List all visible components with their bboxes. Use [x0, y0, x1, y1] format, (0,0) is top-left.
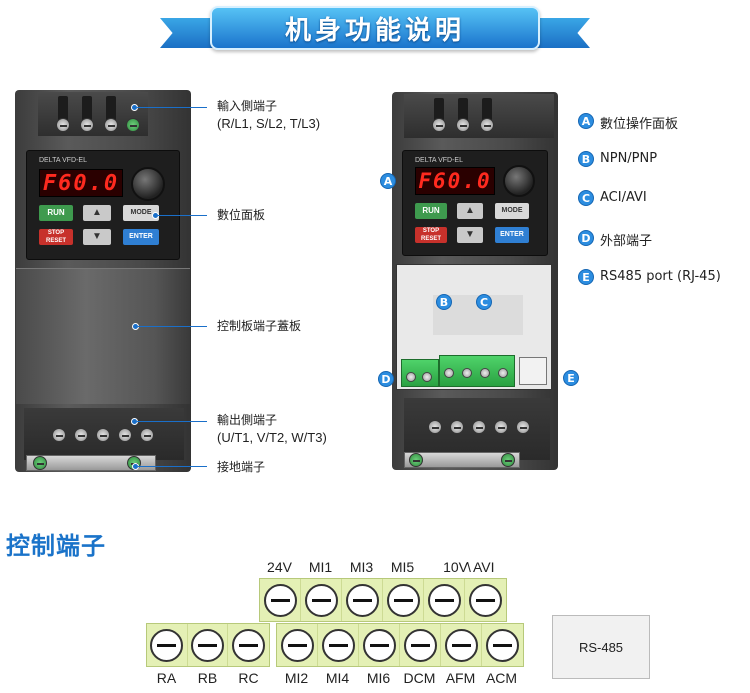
control-cover	[16, 268, 190, 404]
badge-a-on-device: A	[380, 173, 396, 189]
terminal-screw	[280, 628, 314, 662]
terminal-screw	[362, 628, 396, 662]
banner-title: 机身功能说明	[284, 15, 465, 46]
down-button-open[interactable]: ▼	[457, 227, 483, 243]
control-terminals-title: 控制端子	[6, 532, 106, 560]
digital-panel-open: DELTA VFD-EL F60.0 RUN ▲ MODE STOP RESET…	[402, 150, 548, 256]
legend-badge-b: B	[578, 151, 594, 167]
terminal-block-main	[439, 355, 515, 387]
legend-badge-d: D	[578, 230, 594, 246]
down-button[interactable]: ▼	[83, 229, 111, 245]
input-terminal-block	[38, 92, 148, 136]
label-afm: AFM	[445, 670, 476, 686]
terminal-screw	[321, 628, 355, 662]
enter-button-open[interactable]: ENTER	[495, 227, 529, 243]
terminal-screw	[150, 628, 184, 662]
label-mi4: MI4	[325, 670, 350, 686]
mode-button[interactable]: MODE	[123, 205, 159, 221]
digital-panel-label: 數位面板	[217, 208, 266, 222]
legend-text-a: 數位操作面板	[600, 117, 679, 132]
bottom-terminal-strip	[276, 623, 524, 667]
label-dcm: DCM	[403, 670, 436, 686]
frequency-knob-open[interactable]	[503, 165, 535, 197]
top-label-avi: AVI	[473, 559, 495, 575]
terminal-screw	[444, 628, 478, 662]
rs485-port-box: RS-485	[552, 615, 650, 679]
terminal-screw	[386, 583, 420, 617]
terminal-screw	[427, 583, 461, 617]
legend-text-c: ACI/AVI	[600, 190, 647, 205]
stop-reset-button-open[interactable]: STOP RESET	[415, 227, 447, 243]
run-button-open[interactable]: RUN	[415, 203, 447, 219]
brand-label: DELTA VFD-EL	[39, 157, 87, 164]
top-label-10v: 10V	[443, 559, 468, 575]
legend-text-b: NPN/PNP	[600, 151, 658, 166]
terminal-screw	[232, 628, 266, 662]
callout-line-input	[137, 107, 207, 108]
legend-text-e: RS485 port (RJ-45)	[600, 269, 721, 284]
ground-terminal-label: 接地端子	[217, 460, 266, 474]
led-display: F60.0	[39, 169, 123, 197]
control-cover-label: 控制板端子蓋板	[217, 319, 302, 333]
input-terminal-block-open	[404, 94, 554, 138]
terminal-screw	[486, 628, 519, 662]
top-terminal-strip	[259, 578, 507, 622]
label-mi6: MI6	[366, 670, 391, 686]
terminal-screw	[191, 628, 224, 662]
terminal-screw	[304, 583, 338, 617]
callout-line-output	[137, 421, 207, 422]
run-button[interactable]: RUN	[39, 205, 73, 221]
title-banner: 机身功能说明	[160, 4, 590, 54]
mode-button-open[interactable]: MODE	[495, 203, 529, 219]
rj45-port	[519, 357, 547, 385]
badge-e-on-device: E	[563, 370, 579, 386]
output-terminal-block-open	[404, 398, 550, 460]
label-mi2: MI2	[284, 670, 309, 686]
top-label-mi3: MI3	[349, 559, 374, 575]
top-label-mi1: MI1	[308, 559, 333, 575]
legend-badge-e: E	[578, 269, 594, 285]
badge-d-on-device: D	[378, 371, 394, 387]
top-label-24v: 24V	[267, 559, 292, 575]
terminal-screw	[403, 628, 437, 662]
output-terminal-label: 輸出側端子 (U/T1, V/T2, W/T3)	[217, 413, 327, 445]
terminal-block-green	[401, 359, 439, 387]
terminal-screw	[263, 583, 297, 617]
ground-bar-open	[404, 452, 520, 468]
legend-badge-c: C	[578, 190, 594, 206]
callout-line-panel	[158, 215, 207, 216]
top-label-mi5: MI5	[390, 559, 415, 575]
label-ra: RA	[156, 670, 177, 686]
label-rb: RB	[197, 670, 218, 686]
relay-terminal-strip	[146, 623, 270, 667]
legend-badge-a: A	[578, 113, 594, 129]
legend-text-d: 外部端子	[600, 234, 653, 249]
brand-label-open: DELTA VFD-EL	[415, 157, 463, 164]
input-terminal-label: 輸入側端子 (R/L1, S/L2, T/L3)	[217, 99, 321, 131]
digital-panel: DELTA VFD-EL F60.0 RUN ▲ MODE STOP RESET…	[26, 150, 180, 260]
terminal-screw	[345, 583, 379, 617]
badge-b-on-device: B	[436, 294, 452, 310]
led-display-open: F60.0	[415, 167, 495, 195]
frequency-knob[interactable]	[131, 167, 165, 201]
label-rc: RC	[238, 670, 259, 686]
enter-button[interactable]: ENTER	[123, 229, 159, 245]
stop-reset-button[interactable]: STOP RESET	[39, 229, 73, 245]
label-divider-10v-avi: \	[467, 559, 471, 575]
up-button-open[interactable]: ▲	[457, 203, 483, 219]
label-acm: ACM	[485, 670, 518, 686]
callout-line-ground	[138, 466, 207, 467]
badge-c-on-device: C	[476, 294, 492, 310]
banner-plate: 机身功能说明	[210, 6, 540, 50]
terminal-screw	[469, 583, 502, 617]
output-terminal-block	[24, 408, 184, 460]
control-board-area	[396, 264, 552, 390]
callout-line-cover	[138, 326, 207, 327]
up-button[interactable]: ▲	[83, 205, 111, 221]
